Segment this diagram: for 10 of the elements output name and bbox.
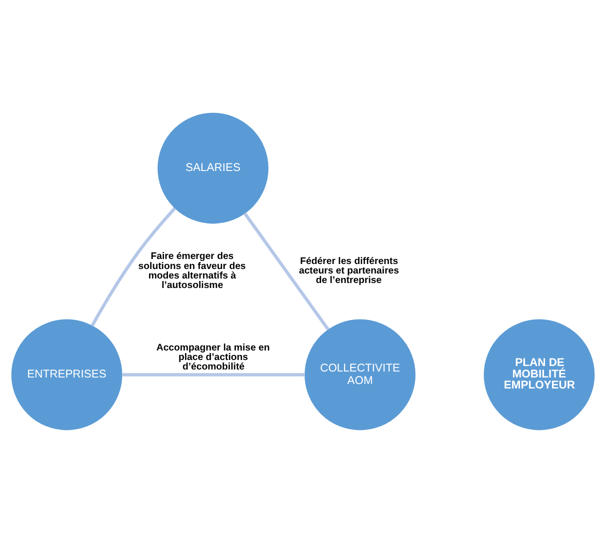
connector [243,212,330,330]
node-circle: SALARIES [158,112,268,224]
edge-label: Fédérer les différents acteurs et partenaires de l’entreprise [298,255,400,286]
node-circle: ENTREPRISES [11,318,122,430]
edge-label: Accompagner la mise en place d’actions d’écomobilité [156,342,270,372]
edge-label: Faire émerger des solutions en faveur des modes alternatifs à l’autosolisme [138,250,246,291]
connector [90,206,176,326]
node-circle: PLAN DE MOBILITÉ EMPLOYEUR [484,318,595,430]
connector [122,372,305,376]
node-circle: COLLECTIVITE AOM [304,318,416,430]
